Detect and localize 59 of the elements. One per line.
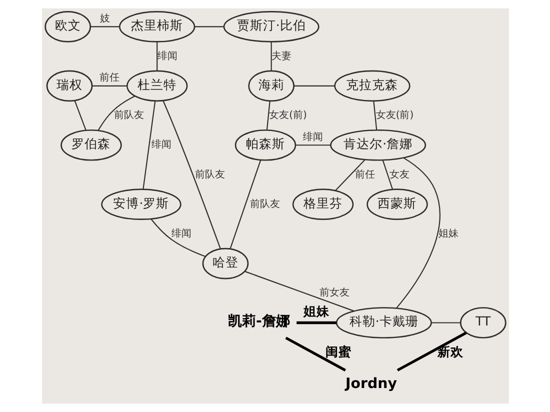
node-text: 凯莉-詹娜 bbox=[227, 313, 290, 330]
edge-label: 闺蜜 bbox=[325, 344, 352, 360]
connector bbox=[97, 96, 135, 131]
edge-label: 绯闻 bbox=[171, 228, 192, 240]
node-ellipse: 克拉克森 bbox=[334, 70, 410, 102]
node-ellipse: 海莉 bbox=[248, 70, 294, 102]
node-ellipse: TT bbox=[459, 307, 506, 338]
edge-label: 前女友 bbox=[318, 288, 349, 299]
connector bbox=[90, 26, 119, 28]
connector bbox=[270, 42, 272, 71]
edge-label: 女友(前) bbox=[268, 110, 306, 122]
node-ellipse: 欧文 bbox=[44, 11, 91, 42]
edge-label: 绯闻 bbox=[302, 132, 323, 143]
edge-label: 姐妹 bbox=[303, 303, 330, 318]
edge-label: 前队友 bbox=[194, 169, 225, 180]
edge-label: 前队友 bbox=[114, 110, 144, 122]
connector bbox=[92, 85, 127, 86]
edge-label: 姐妹 bbox=[438, 228, 458, 240]
connector bbox=[294, 85, 334, 86]
node-ellipse: 帕森斯 bbox=[234, 129, 296, 161]
node-ellipse: 西蒙斯 bbox=[366, 188, 428, 220]
connector bbox=[150, 218, 206, 258]
connector bbox=[395, 158, 440, 309]
connector bbox=[244, 270, 354, 312]
node-ellipse: 杰里柿斯 bbox=[118, 11, 195, 42]
connector bbox=[296, 321, 336, 324]
node-ellipse: 哈登 bbox=[202, 248, 248, 280]
edge-label: 绯闻 bbox=[157, 50, 178, 62]
connector bbox=[294, 144, 330, 146]
node-ellipse: 格里芬 bbox=[292, 188, 354, 220]
edge-label: 绯闻 bbox=[151, 140, 172, 151]
connector bbox=[430, 322, 460, 324]
node-ellipse: 贾斯汀·比伯 bbox=[222, 11, 319, 42]
node-ellipse: 科勒·卡戴珊 bbox=[335, 307, 432, 338]
edge-label: 夫妻 bbox=[271, 50, 292, 62]
node-text: Jordny bbox=[345, 376, 396, 392]
node-ellipse: 肯达尔·詹娜 bbox=[330, 129, 426, 161]
connector bbox=[142, 101, 156, 190]
edge-label: 前队友 bbox=[250, 198, 280, 210]
node-ellipse: 瑞权 bbox=[46, 70, 92, 102]
node-ellipse: 罗伯森 bbox=[60, 129, 122, 161]
connector bbox=[372, 100, 377, 130]
connector bbox=[74, 100, 86, 130]
connector bbox=[382, 160, 393, 190]
connector bbox=[266, 100, 270, 130]
connector bbox=[162, 100, 220, 249]
connector bbox=[229, 160, 261, 249]
connector bbox=[156, 42, 158, 71]
edge-label: 女友 bbox=[388, 169, 409, 180]
connector bbox=[334, 159, 365, 191]
connector bbox=[194, 26, 224, 28]
edge-label: 女友(前) bbox=[375, 110, 414, 122]
connector bbox=[396, 332, 466, 372]
connector bbox=[284, 336, 346, 372]
node-ellipse: 安博·罗斯 bbox=[100, 188, 181, 220]
edge-label: 前任 bbox=[99, 72, 120, 84]
edge-label: 前任 bbox=[354, 169, 375, 180]
node-ellipse: 杜兰特 bbox=[126, 70, 188, 102]
edge-label: 妓 bbox=[99, 13, 110, 24]
